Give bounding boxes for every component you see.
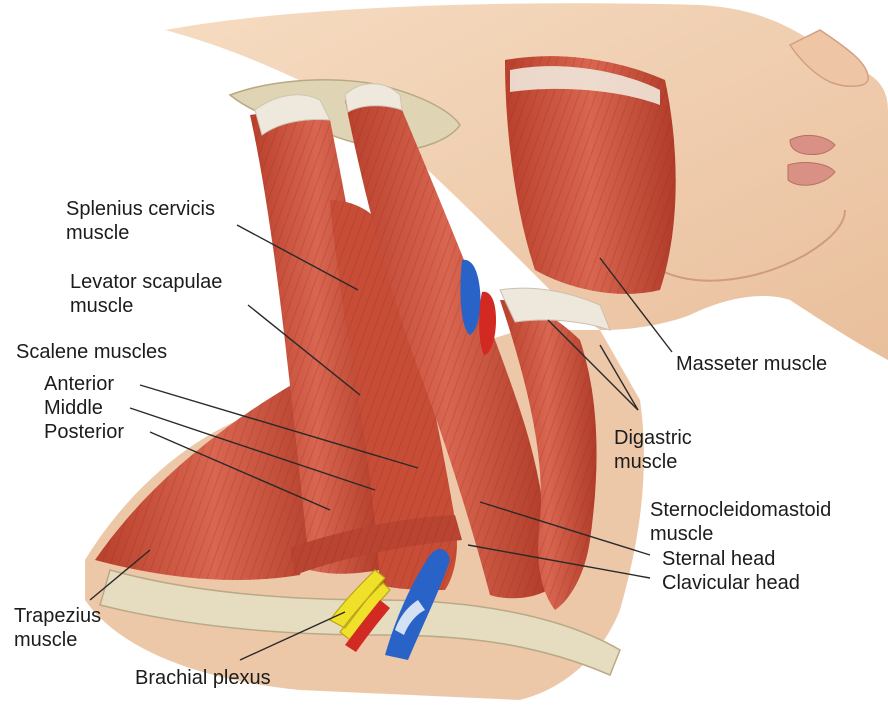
leader-digastric-1	[547, 319, 639, 411]
upper-artery	[479, 291, 496, 355]
label-trapezius-line2: muscle	[14, 629, 78, 651]
label-scalene-middle: Middle	[44, 397, 103, 419]
label-clavicular-head: Clavicular head	[662, 572, 800, 594]
label-digastric-line1: Digastric	[614, 427, 692, 449]
leader-levator	[247, 304, 361, 396]
label-splenius-line2: muscle	[66, 222, 130, 244]
leader-trapezius	[89, 549, 151, 601]
label-digastric-line2: muscle	[614, 451, 678, 473]
label-trapezius: Trapezius muscle	[14, 604, 101, 652]
label-splenius-cervicis: Splenius cervicis muscle	[66, 197, 215, 245]
leader-splenius	[236, 224, 359, 291]
label-masseter: Masseter muscle	[676, 353, 828, 375]
subclavian-artery	[345, 600, 390, 652]
upper-tendons	[254, 83, 403, 136]
leader-digastric-2	[599, 344, 639, 411]
leader-clavicular	[467, 544, 651, 579]
label-scalene-anterior: Anterior	[44, 373, 115, 395]
label-levator-line1: Levator scapulae	[70, 271, 223, 293]
label-levator-scapulae: Levator scapulae muscle	[70, 270, 222, 318]
label-scm-line1: Sternocleidomastoid	[650, 499, 832, 521]
label-sternocleidomastoid: Sternocleidomastoid muscle	[650, 498, 831, 546]
label-sternal-head: Sternal head	[662, 548, 776, 570]
nose	[788, 29, 869, 87]
leader-sternal	[479, 501, 651, 556]
leader-anterior	[139, 384, 419, 469]
label-scalene-posterior: Posterior	[44, 421, 125, 443]
leader-middle	[129, 407, 376, 491]
leader-lines	[89, 224, 673, 661]
label-digastric: Digastric muscle	[614, 426, 692, 474]
label-brachial-plexus: Brachial plexus	[135, 667, 271, 689]
jaw-outline	[659, 209, 846, 282]
leader-brachial	[239, 611, 346, 661]
label-scm-line2: muscle	[650, 523, 714, 545]
label-splenius-line1: Splenius cervicis	[66, 198, 215, 220]
upper-vein	[460, 259, 481, 335]
label-levator-line2: muscle	[70, 295, 134, 317]
digastric-tendon	[499, 287, 611, 331]
label-scalene-muscles: Scalene muscles	[16, 341, 168, 363]
lips	[787, 134, 836, 186]
label-trapezius-line1: Trapezius	[14, 605, 102, 627]
leader-masseter	[599, 257, 673, 353]
leader-posterior	[149, 431, 331, 511]
